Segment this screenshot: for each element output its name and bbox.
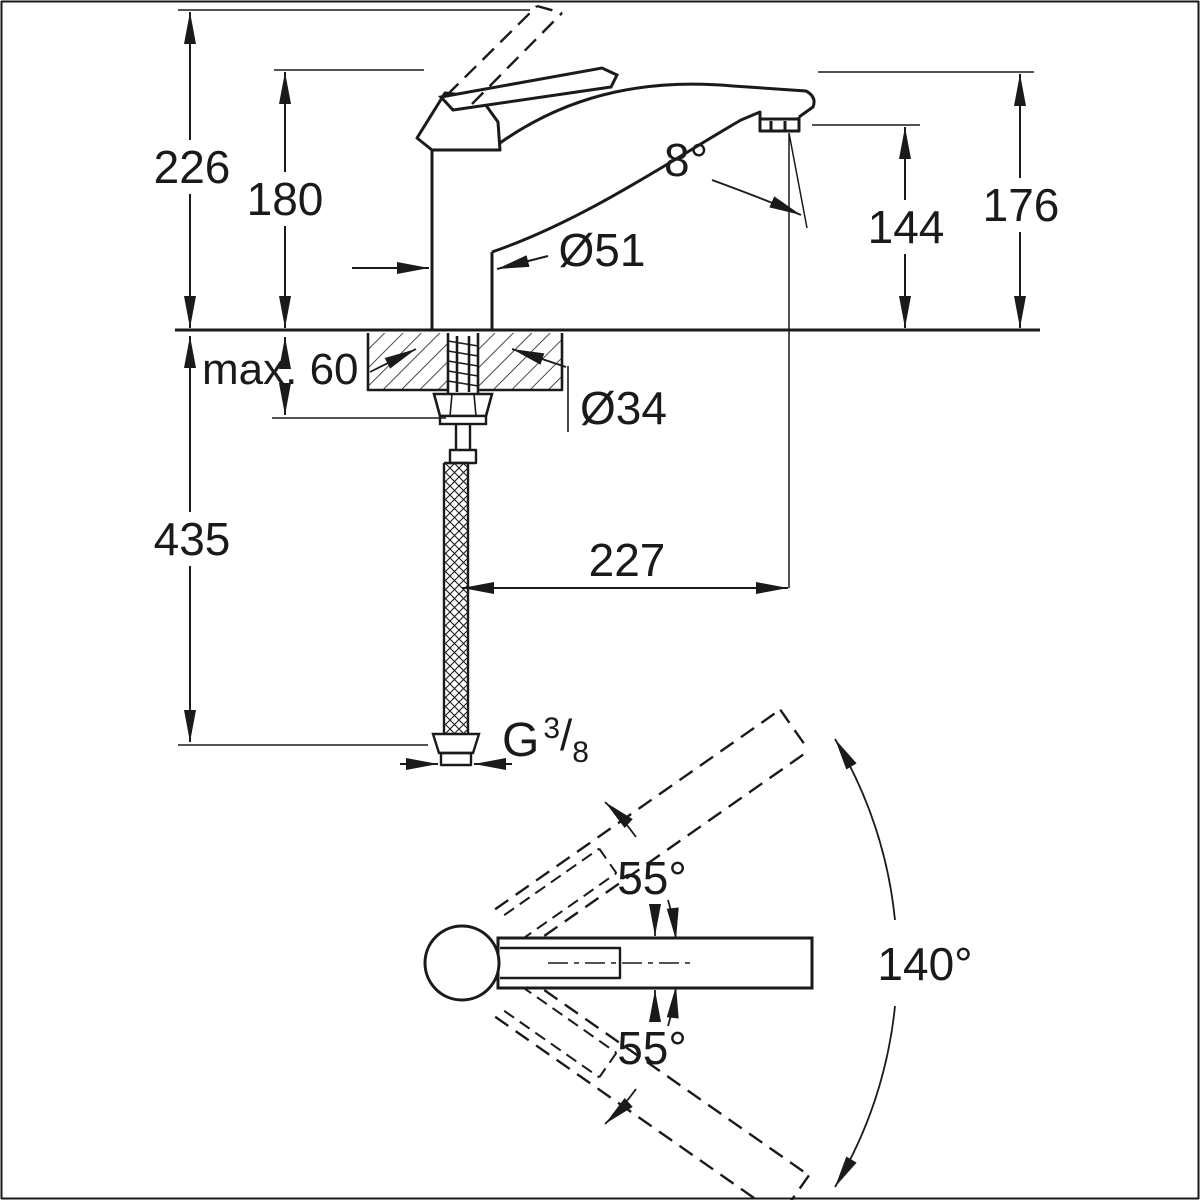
mounting-shank [446, 333, 480, 394]
label-hose-length: 435 [154, 513, 231, 565]
total-swivel-arc-b [834, 1005, 896, 1188]
lever-raised-dashed [446, 4, 563, 105]
flex-hose-outline [442, 461, 470, 734]
top-view: 55° 55° 140° [423, 708, 973, 1200]
outlet-reference-lines [788, 132, 808, 588]
washer [438, 414, 488, 426]
hose-end-tip [439, 751, 473, 767]
label-outlet-height: 144 [868, 201, 945, 253]
extension-lines [178, 9, 1034, 746]
lower-swivel-arc-a [604, 1088, 637, 1125]
label-spout-reach: 227 [589, 534, 666, 586]
top-view-lever [500, 946, 622, 980]
mounting-nut [432, 392, 494, 418]
lower-swivel-arc-b [666, 985, 679, 1027]
label-body-height: 180 [247, 173, 324, 225]
diameter51-arrow-right [496, 255, 549, 270]
top-view-body-knob [423, 924, 501, 1002]
spout-upper-swivel-position [494, 708, 810, 952]
thread-denominator: 8 [572, 736, 589, 769]
label-hole-diameter: Ø34 [580, 382, 667, 434]
upper-dashed-lever [503, 847, 618, 941]
label-max-deck-thickness: max. 60 [202, 345, 359, 394]
diameter34-leader-arrow [511, 348, 567, 368]
label-spout-top-height: 176 [983, 179, 1060, 231]
countertop-section-outline [366, 333, 564, 392]
spout-lower-swivel-position [494, 974, 810, 1200]
label-swivel-lower: 55° [617, 1022, 687, 1074]
label-body-diameter: Ø51 [559, 224, 646, 276]
lower-dashed-lever [503, 985, 618, 1079]
total-swivel-arc-a [834, 738, 896, 921]
outlet-angle-leader-arrow [711, 179, 802, 216]
countertop-hatch-left [369, 333, 448, 389]
thread-letter: G [502, 714, 539, 767]
label-outlet-angle: 8° [664, 134, 708, 186]
label-swivel-total: 140° [877, 938, 972, 990]
flex-hose-braid [444, 463, 468, 734]
label-swivel-upper: 55° [617, 852, 687, 904]
supply-tube [454, 424, 472, 450]
upper-swivel-arc-a [604, 801, 637, 838]
lever-handle [438, 66, 620, 112]
faucet-body-outline [415, 91, 502, 330]
upper-dashed-arm [494, 708, 810, 952]
hose-end-nut [431, 732, 481, 755]
label-total-height: 226 [154, 141, 231, 193]
hose-connector [448, 448, 478, 465]
thread-slash: / [560, 711, 573, 760]
side-view: 226 180 176 144 8° Ø51 max. 60 Ø34 435 2… [147, 4, 1068, 770]
mounting-nut-facets [449, 393, 477, 417]
spout-outline [491, 82, 816, 254]
upper-swivel-arc-b [666, 899, 679, 941]
top-view-spout-arm [496, 936, 814, 990]
dimension-text-backgrounds [147, 140, 1068, 566]
thread-numerator: 3 [543, 712, 560, 745]
max60-leader-arrow [369, 348, 417, 373]
lower-dashed-arm [494, 974, 810, 1200]
shank-thread-ticks [447, 340, 479, 387]
